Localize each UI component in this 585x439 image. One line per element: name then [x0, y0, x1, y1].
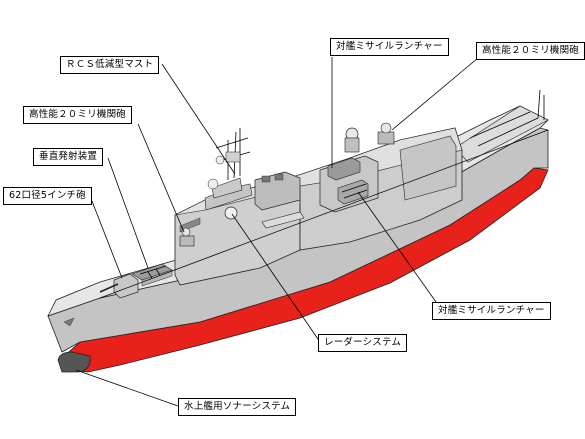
leader-asm-side	[357, 191, 437, 303]
leader-sonar	[75, 369, 179, 407]
leader-rcs-mast	[161, 63, 236, 175]
label-radar-system: レーダーシステム	[318, 334, 408, 352]
stern-deck	[454, 105, 549, 163]
leader-fore-20mm	[137, 123, 185, 233]
label-asm-launcher-top: 対艦ミサイルランチャー	[330, 38, 449, 56]
leader-5inch	[89, 195, 123, 279]
leader-vls	[107, 157, 149, 269]
leader-aft-20mm	[391, 57, 479, 131]
label-aft-20mm-gun: 高性能２０ミリ機関砲	[476, 42, 585, 60]
radar-dome	[224, 206, 238, 220]
label-asm-launcher-side: 対艦ミサイルランチャー	[432, 302, 551, 320]
label-vls: 垂直発射装置	[33, 148, 104, 166]
label-rcs-mast: ＲＣＳ低減型マスト	[60, 56, 160, 74]
sonar-dome	[57, 351, 91, 373]
five-inch-gun	[99, 273, 139, 299]
label-5inch-gun: 62口径5インチ砲	[3, 187, 92, 205]
fore-20mm-gun	[179, 227, 195, 247]
aft-20mm-gun	[377, 122, 395, 145]
label-sonar-system: 水上艦用ソナーシステム	[178, 398, 297, 416]
rcs-mast	[204, 128, 253, 211]
asm-launcher-top-mount	[327, 157, 361, 181]
label-fore-20mm-gun: 高性能２０ミリ機関砲	[23, 106, 133, 124]
leader-radar	[231, 213, 321, 343]
